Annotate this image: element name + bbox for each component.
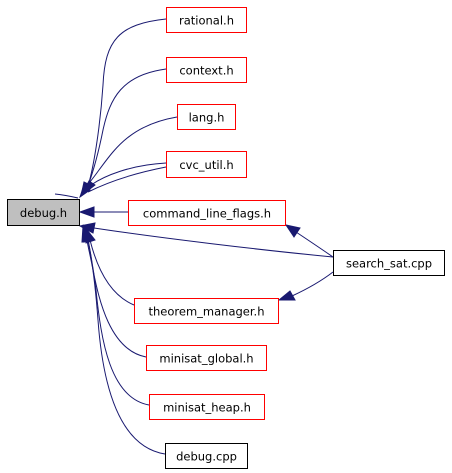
node-rational-h[interactable]: rational.h: [166, 7, 247, 33]
edge-search_sat_cpp-to-theorem_manager_h: [277, 271, 334, 301]
node-label: lang.h: [189, 111, 225, 125]
node-debug-h: debug.h: [7, 199, 80, 226]
nodes-layer: debug.h rational.h context.h lang.h cvc_util…: [7, 7, 445, 469]
node-box: [165, 443, 248, 469]
node-box: [333, 250, 445, 276]
edges-layer: [54, 18, 334, 455]
edge-line: [89, 239, 135, 306]
node-box: [134, 298, 279, 324]
edge-line: [87, 68, 167, 187]
node-label: context.h: [179, 64, 233, 78]
edge-search_sat_cpp-to-command_line_flags_h: [284, 224, 334, 258]
arrowhead: [277, 290, 296, 301]
edge-line: [85, 116, 178, 188]
arrowhead: [80, 180, 96, 197]
node-box: [7, 199, 80, 226]
node-label: minisat_heap.h: [163, 401, 251, 415]
node-box: [166, 57, 247, 83]
node-label: search_sat.cpp: [346, 257, 432, 271]
node-label: theorem_manager.h: [149, 305, 265, 319]
edge-line: [291, 271, 334, 297]
node-box: [177, 104, 236, 130]
arrowhead: [78, 206, 95, 218]
arrowhead: [284, 224, 301, 238]
edge-cvc_util_h-to-debug_h: [54, 162, 167, 199]
node-box: [166, 151, 247, 178]
node-theorem-manager-h[interactable]: theorem_manager.h: [134, 298, 279, 324]
edge-debug_cpp-to-debug_h: [83, 224, 166, 455]
node-command-line-flags-h[interactable]: command_line_flags.h: [128, 200, 286, 226]
node-search-sat-cpp[interactable]: search_sat.cpp: [333, 250, 445, 276]
node-cvc-util-h[interactable]: cvc_util.h: [166, 151, 247, 178]
node-box: [146, 345, 267, 371]
edge-line: [295, 231, 334, 258]
edge-line: [54, 162, 167, 199]
node-label: command_line_flags.h: [143, 207, 271, 221]
node-context-h[interactable]: context.h: [166, 57, 247, 83]
edge-command_line_flags_h-to-debug_h: [78, 206, 128, 218]
node-label: minisat_global.h: [159, 352, 253, 366]
node-debug-cpp[interactable]: debug.cpp: [165, 443, 248, 469]
node-label: cvc_util.h: [179, 158, 233, 172]
edge-line: [87, 18, 167, 187]
node-label: debug.h: [20, 206, 67, 220]
node-label: debug.cpp: [176, 450, 237, 464]
node-minisat-global-h[interactable]: minisat_global.h: [146, 345, 267, 371]
node-label: rational.h: [179, 14, 234, 28]
node-minisat-heap-h[interactable]: minisat_heap.h: [149, 394, 265, 420]
node-box: [149, 394, 265, 420]
node-box: [166, 7, 247, 33]
arrowhead: [83, 224, 94, 243]
node-box: [128, 200, 286, 226]
edge-line: [93, 227, 334, 258]
node-lang-h[interactable]: lang.h: [177, 104, 236, 130]
edge-line: [87, 239, 166, 455]
